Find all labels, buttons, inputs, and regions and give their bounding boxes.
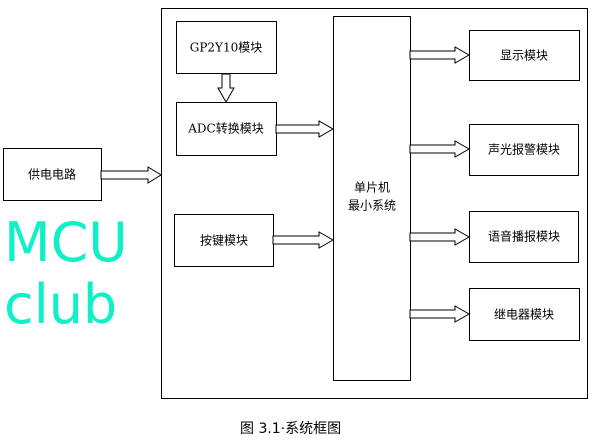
mcu-label-line2: 最小系统 (348, 199, 396, 213)
sensor-label: GP2Y10模块 (190, 41, 263, 55)
arrow-mcu-to-display (409, 46, 471, 64)
arrow-mcu-to-voice (409, 228, 471, 246)
adc-block (176, 102, 277, 156)
arrow-power-to-system (100, 166, 162, 184)
sensor-block (176, 21, 277, 74)
relay-block (469, 288, 580, 341)
arrow-sensor-to-adc (217, 73, 235, 104)
display-block (469, 30, 580, 81)
mcuclub-watermark: MCUclub (4, 211, 128, 336)
voice-label: 语音播报模块 (488, 229, 560, 244)
keys-block (174, 214, 274, 267)
display-label: 显示模块 (500, 49, 548, 63)
arrow-mcu-to-relay (409, 305, 471, 323)
adc-label: ADC转换模块 (187, 121, 263, 136)
keys-label: 按键模块 (200, 234, 248, 248)
arrow-adc-to-mcu (275, 120, 335, 138)
power-block (3, 148, 102, 201)
arrow-keys-to-mcu (272, 231, 335, 249)
relay-label: 继电器模块 (494, 308, 554, 322)
figure-caption: 图 3.1·系统框图 (240, 421, 341, 437)
voice-block (469, 211, 579, 263)
arrow-mcu-to-alarm (409, 140, 471, 158)
mcu-block (333, 16, 411, 381)
alarm-block (469, 124, 579, 176)
power-label: 供电电路 (28, 167, 76, 182)
mcu-label-line1: 单片机 (354, 181, 390, 195)
alarm-label: 声光报警模块 (488, 142, 560, 157)
